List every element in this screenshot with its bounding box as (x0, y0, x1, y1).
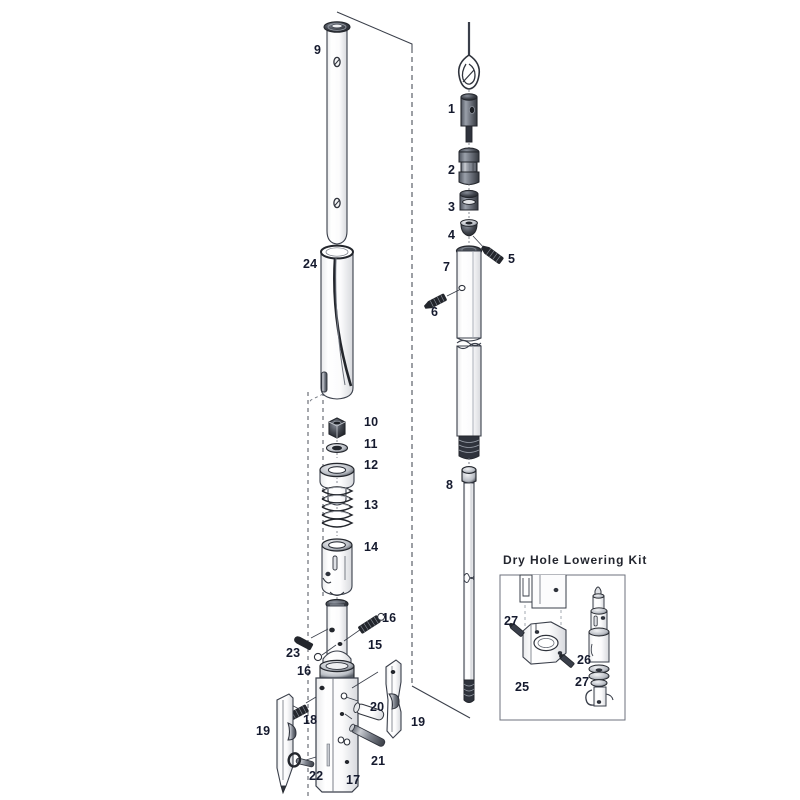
part-4-swivel-nut (460, 219, 478, 244)
callout-17: 17 (346, 773, 361, 787)
part-27-screw-left (508, 622, 525, 637)
part-19-latch-left (276, 693, 297, 795)
callout-22: 22 (309, 769, 324, 783)
callout-20: 20 (370, 700, 385, 714)
part-24-sleeve (307, 244, 354, 405)
callout-16-lower: 16 (297, 664, 312, 678)
part-13-coil-spring (321, 478, 354, 536)
part-15-set-screw (343, 612, 386, 642)
part-19-latch-right (351, 659, 402, 739)
part-23-pin (294, 628, 329, 651)
part-26-plug-assembly (585, 586, 614, 707)
part-1-cable-thimble (457, 22, 481, 150)
part-22-ring-pin (287, 752, 317, 768)
callout-11: 11 (364, 437, 378, 451)
threaded-end-upper (458, 435, 480, 460)
callout-13: 13 (364, 498, 379, 512)
callout-19-right: 19 (411, 715, 426, 729)
callout-8: 8 (446, 478, 454, 492)
part-3-collar (459, 189, 479, 218)
part-17-lower-housing (315, 650, 359, 793)
callout-2: 2 (448, 163, 456, 177)
part-8-lower-rod (461, 466, 477, 703)
part-14-valve-body (321, 538, 353, 601)
callout-25: 25 (515, 680, 530, 694)
callout-16-upper: 16 (382, 611, 397, 625)
inset-title: Dry Hole Lowering Kit (503, 553, 648, 567)
callout-1: 1 (448, 102, 456, 116)
callout-18: 18 (303, 713, 318, 727)
part-15-inner-shaft (325, 598, 349, 656)
part-26-threaded-stack (588, 664, 610, 687)
part-5-set-screw (472, 235, 504, 264)
callout-19-left: 19 (256, 724, 271, 738)
part-2-swivel-coupling (458, 147, 480, 190)
callout-14: 14 (364, 540, 379, 554)
callout-26: 26 (577, 653, 592, 667)
callout-5: 5 (508, 252, 516, 266)
callout-27-left: 27 (504, 614, 519, 628)
callout-23: 23 (286, 646, 301, 660)
part-16-screw-lower (313, 644, 337, 662)
callout-10: 10 (364, 415, 379, 429)
callout-3: 3 (448, 200, 456, 214)
part-25-clamp (522, 621, 567, 665)
part-21-pin (344, 713, 386, 747)
threaded-end-lower (463, 679, 475, 703)
part-20-pin (345, 696, 385, 721)
callout-6: 6 (431, 305, 439, 319)
callout-24: 24 (303, 257, 318, 271)
inset-bracket-arm (519, 574, 567, 609)
part-10-hex-nut (328, 417, 346, 444)
callout-4: 4 (448, 228, 456, 242)
callout-12: 12 (364, 458, 379, 472)
dry-hole-lowering-kit-inset (499, 574, 626, 721)
callout-9: 9 (314, 43, 322, 57)
callout-27-right: 27 (575, 675, 590, 689)
part-27-screw-right (558, 653, 575, 668)
part-11-washer (325, 443, 349, 458)
center-column-assembly (276, 21, 402, 795)
callout-15: 15 (368, 638, 383, 652)
part-7-tube-lower (456, 339, 482, 466)
part-6-screw (423, 289, 460, 309)
callout-7: 7 (443, 260, 451, 274)
part-7-body-tube (455, 245, 483, 342)
callout-21: 21 (371, 754, 386, 768)
part-9-outer-tube (323, 21, 351, 252)
right-column-assembly (423, 22, 504, 703)
